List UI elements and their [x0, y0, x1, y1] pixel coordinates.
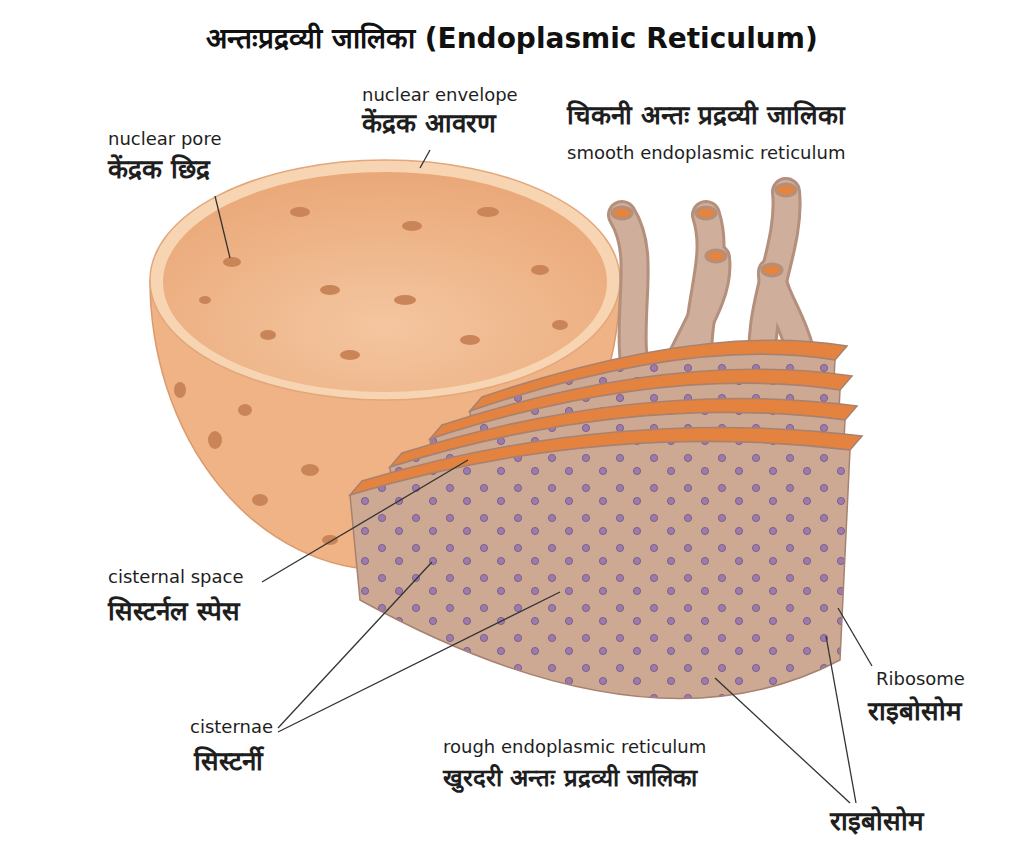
part-label: चिकनी अन्तः प्रद्रव्यी जालिका: [567, 100, 845, 131]
part-label: राइबोसोम: [830, 806, 924, 837]
part-label: smooth endoplasmic reticulum: [567, 142, 845, 164]
part-label: cisternae: [190, 716, 273, 738]
rough-er-drawing: [350, 340, 862, 698]
part-label: राइबोसोम: [868, 696, 962, 727]
diagram-title: अन्तःप्रद्रव्यी जालिका (Endoplasmic Reti…: [0, 18, 1024, 56]
leader-lines: [215, 150, 872, 803]
part-label: सिस्टर्नल स्पेस: [108, 596, 240, 627]
part-label: Ribosome: [876, 668, 965, 690]
part-label: rough endoplasmic reticulum: [443, 736, 706, 758]
part-label: nuclear envelope: [362, 84, 518, 106]
part-label: केंद्रक छिद्र: [108, 154, 210, 185]
part-label: खुरदरी अन्तः प्रद्रव्यी जालिका: [443, 764, 697, 793]
part-label: cisternal space: [108, 566, 243, 588]
part-label: सिस्टर्नी: [194, 746, 263, 777]
part-label: nuclear pore: [108, 128, 221, 150]
part-label: केंद्रक आवरण: [362, 108, 496, 139]
